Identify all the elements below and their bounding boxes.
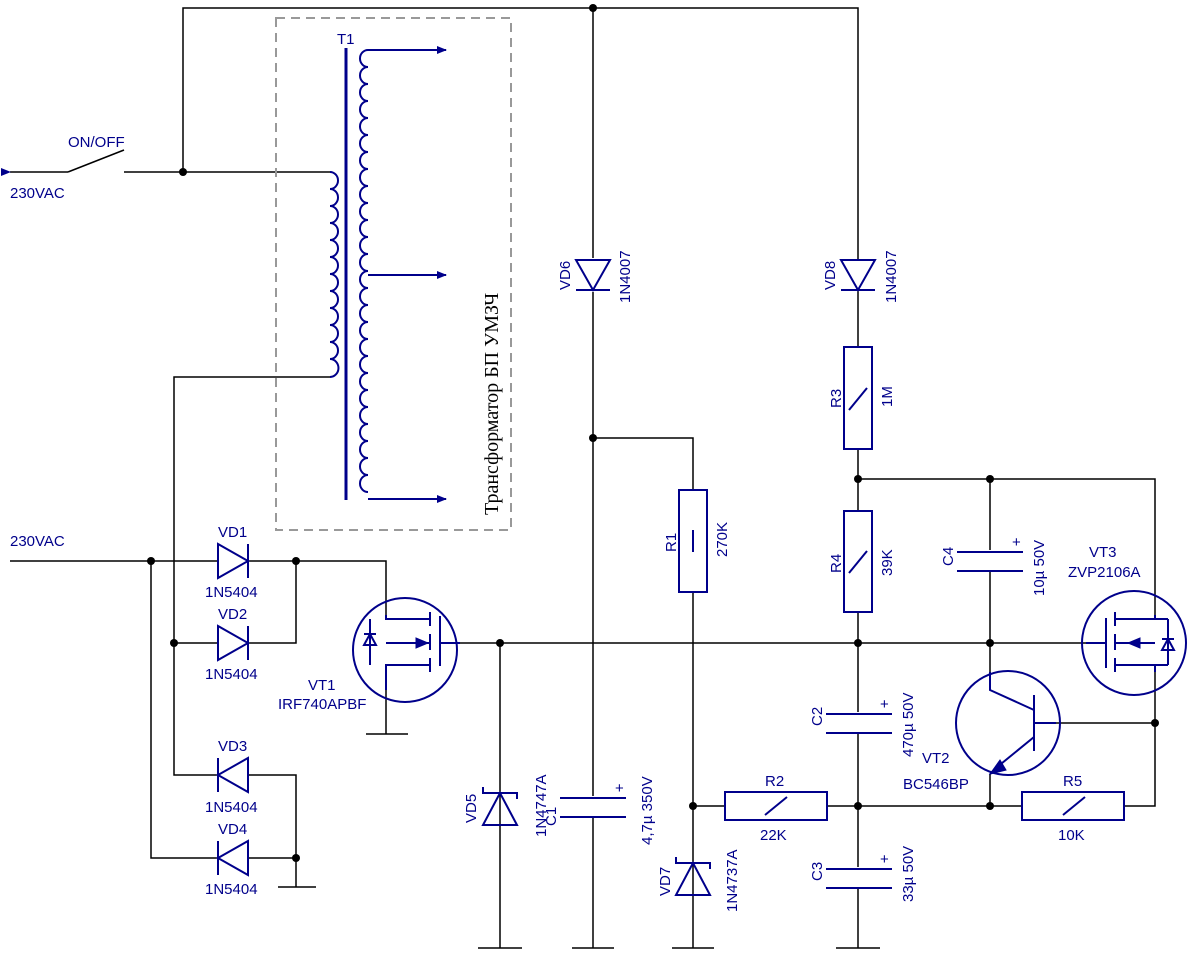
diode-vd1: VD1 1N5404 <box>205 524 258 601</box>
mosfet-vt1: VT1 IRF740APBF <box>278 597 460 713</box>
svg-text:VD3: VD3 <box>218 738 247 755</box>
zener-vd5: VD5 1N4747A <box>463 774 550 837</box>
junctions <box>147 4 1159 862</box>
svg-text:33µ 50V: 33µ 50V <box>900 846 917 902</box>
svg-text:R1: R1 <box>663 533 680 552</box>
svg-text:39K: 39K <box>879 549 896 576</box>
resistor-r5: R5 10K <box>1021 773 1125 844</box>
resistor-r1: R1 270K <box>663 489 731 593</box>
svg-text:VD4: VD4 <box>218 821 247 838</box>
svg-text:4,7µ 350V: 4,7µ 350V <box>639 776 656 845</box>
resistor-r2: R2 22K <box>724 773 828 844</box>
svg-text:1N5404: 1N5404 <box>205 799 258 816</box>
svg-text:1N4007: 1N4007 <box>617 250 634 303</box>
svg-text:C3: C3 <box>809 862 826 881</box>
svg-text:ZVP2106A: ZVP2106A <box>1068 564 1141 581</box>
svg-text:VT2: VT2 <box>922 750 950 767</box>
svg-text:1N4737A: 1N4737A <box>724 849 741 912</box>
svg-text:470µ 50V: 470µ 50V <box>900 692 917 757</box>
ac-input-top-label: 230VAC <box>10 185 65 202</box>
svg-text:VD2: VD2 <box>218 606 247 623</box>
svg-text:VT1: VT1 <box>308 677 336 694</box>
svg-text:R3: R3 <box>828 389 845 408</box>
diode-vd2: VD2 1N5404 <box>205 606 258 683</box>
svg-text:R5: R5 <box>1063 773 1082 790</box>
svg-text:R4: R4 <box>828 554 845 573</box>
on-off-switch: ON/OFF 230VAC 230VAC <box>10 134 125 550</box>
diode-vd8: VD8 1N4007 <box>822 250 900 303</box>
transformer-frame <box>275 17 512 531</box>
svg-text:+: + <box>880 851 889 868</box>
svg-text:C4: C4 <box>940 547 957 566</box>
capacitor-c2: + C2 470µ 50V <box>809 692 917 757</box>
switch-label: ON/OFF <box>68 134 125 151</box>
diode-vd6: VD6 1N4007 <box>557 250 634 303</box>
svg-text:C2: C2 <box>809 707 826 726</box>
svg-text:10K: 10K <box>1058 827 1085 844</box>
transistor-vt2: VT2 BC546BP <box>903 670 1061 793</box>
svg-text:1N4747A: 1N4747A <box>533 774 550 837</box>
t1-label: T1 <box>337 31 355 48</box>
svg-text:VT3: VT3 <box>1089 544 1117 561</box>
transformer-label: Трансформатор БП УМЗЧ <box>481 293 503 515</box>
resistor-r4: R4 39K <box>828 510 896 613</box>
mosfet-vt3: VT3 ZVP2106A <box>1068 544 1187 696</box>
svg-text:IRF740APBF: IRF740APBF <box>278 696 366 713</box>
svg-text:22K: 22K <box>760 827 787 844</box>
capacitor-c3: + C3 33µ 50V <box>809 846 917 902</box>
svg-text:VD7: VD7 <box>657 867 674 896</box>
zener-vd7: VD7 1N4737A <box>657 849 741 912</box>
capacitor-c1: + C1 4,7µ 350V <box>543 776 656 845</box>
svg-text:VD6: VD6 <box>557 261 574 290</box>
capacitor-c4: + C4 10µ 50V <box>940 534 1048 596</box>
svg-text:1M: 1M <box>879 386 896 407</box>
ac-input-bottom-label: 230VAC <box>10 533 65 550</box>
svg-text:+: + <box>1012 534 1021 551</box>
svg-text:+: + <box>880 696 889 713</box>
svg-text:+: + <box>615 780 624 797</box>
diode-vd3: VD3 1N5404 <box>205 738 258 816</box>
svg-text:1N5404: 1N5404 <box>205 666 258 683</box>
svg-text:1N5404: 1N5404 <box>205 881 258 898</box>
svg-text:270K: 270K <box>714 522 731 557</box>
svg-text:VD1: VD1 <box>218 524 247 541</box>
svg-text:C1: C1 <box>543 807 560 826</box>
resistor-r3: R3 1M <box>828 346 896 450</box>
transformer-t1: T1 Трансформатор БП УМЗЧ <box>275 17 512 531</box>
wires <box>1 7 1156 949</box>
diode-vd4: VD4 1N5404 <box>205 821 258 898</box>
primary-winding <box>329 171 340 378</box>
svg-text:VD8: VD8 <box>822 261 839 290</box>
svg-text:1N4007: 1N4007 <box>883 250 900 303</box>
secondary-winding <box>359 49 369 493</box>
svg-text:1N5404: 1N5404 <box>205 584 258 601</box>
svg-text:BC546BP: BC546BP <box>903 776 969 793</box>
svg-text:VD5: VD5 <box>463 794 480 823</box>
svg-text:R2: R2 <box>765 773 784 790</box>
svg-text:10µ 50V: 10µ 50V <box>1031 540 1048 596</box>
